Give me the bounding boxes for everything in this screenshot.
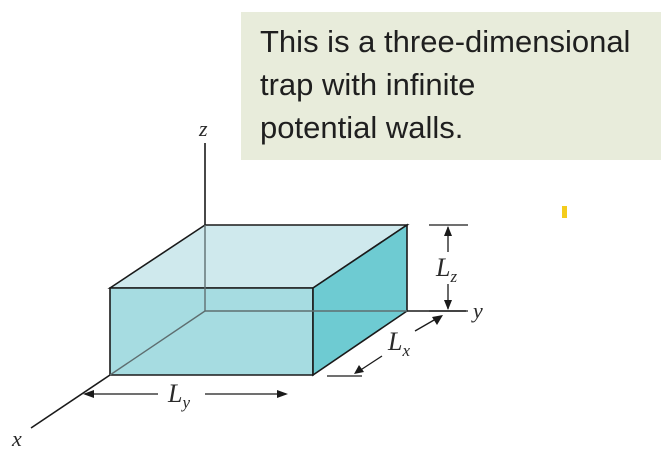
callout-line-1: This is a three-dimensional	[260, 24, 631, 59]
y-axis-label: y	[471, 298, 483, 323]
ly-arrowhead-left	[83, 390, 94, 398]
highlight-marker	[562, 206, 567, 218]
box-front-face	[109, 287, 314, 376]
lx-arrowhead-lower	[354, 365, 364, 374]
callout-line-2: trap with infinite	[260, 67, 476, 102]
callout-line-3: potential walls.	[260, 110, 464, 145]
z-axis-label: z	[198, 116, 208, 141]
lx-arrowhead-upper	[432, 315, 443, 325]
lz-arrowhead-top	[444, 226, 452, 236]
lx-label: Lx	[387, 327, 410, 360]
ly-label: Ly	[167, 379, 190, 412]
lz-arrowhead-bottom	[444, 300, 452, 310]
x-axis	[30, 374, 111, 429]
ly-arrowhead-right	[277, 390, 288, 398]
lz-label: Lz	[435, 253, 457, 286]
x-axis-label: x	[11, 426, 22, 451]
callout-box: This is a three-dimensional trap with in…	[241, 12, 661, 160]
hidden-edge-x	[109, 310, 206, 376]
